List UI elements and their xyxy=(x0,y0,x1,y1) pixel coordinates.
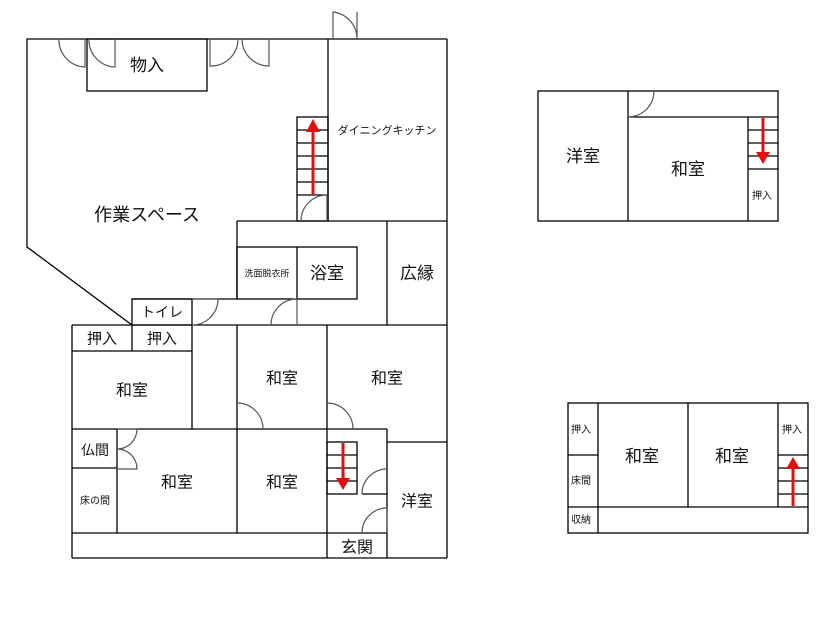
label-veranda: 広縁 xyxy=(400,264,434,284)
label-youshitsu: 洋室 xyxy=(401,492,433,511)
label-washitsu-left: 和室 xyxy=(116,381,148,400)
label-toilet: トイレ xyxy=(141,305,183,321)
label-f2l-washitsu-left: 和室 xyxy=(625,447,659,467)
floor1-plan: 物入 作業スペース ダイニングキッチン 洗面脱衣所 浴室 広縁 トイレ 押入 押… xyxy=(26,11,448,559)
label-f2u-closet: 押入 xyxy=(752,189,772,202)
label-tokonoma: 床の間 xyxy=(80,494,110,507)
label-f2l-tokonoma: 床間 xyxy=(571,474,591,487)
label-washitsu-bottom-center: 和室 xyxy=(266,473,298,492)
label-f2l-storage: 収納 xyxy=(571,513,591,526)
label-closet-right: 押入 xyxy=(147,330,177,348)
label-f2l-washitsu-right: 和室 xyxy=(715,447,749,467)
label-f2l-closet-right: 押入 xyxy=(782,423,802,436)
label-work-space: 作業スペース xyxy=(94,205,200,226)
floor2-lower-plan: 押入 床間 収納 和室 和室 押入 xyxy=(567,402,809,534)
label-washitsu-center: 和室 xyxy=(266,369,298,388)
storage-room xyxy=(86,38,208,92)
label-washroom: 洗面脱衣所 xyxy=(244,268,289,280)
label-bathroom: 浴室 xyxy=(310,264,344,284)
label-washitsu-bottom-left: 和室 xyxy=(161,473,193,492)
label-closet-left: 押入 xyxy=(87,330,117,348)
door-swings xyxy=(58,11,388,534)
work-space-outline xyxy=(26,38,447,326)
label-f2l-closet-left: 押入 xyxy=(571,423,591,436)
label-dining-kitchen: ダイニングキッチン xyxy=(338,123,437,137)
floor2-upper-plan: 洋室 和室 押入 xyxy=(537,90,779,222)
label-entrance: 玄関 xyxy=(341,538,373,557)
label-storage: 物入 xyxy=(130,56,164,76)
label-f2u-washitsu: 和室 xyxy=(671,160,705,180)
label-f2u-youshitsu: 洋室 xyxy=(566,147,600,167)
label-washitsu-right: 和室 xyxy=(371,369,403,388)
label-butsuma: 仏間 xyxy=(81,443,109,459)
